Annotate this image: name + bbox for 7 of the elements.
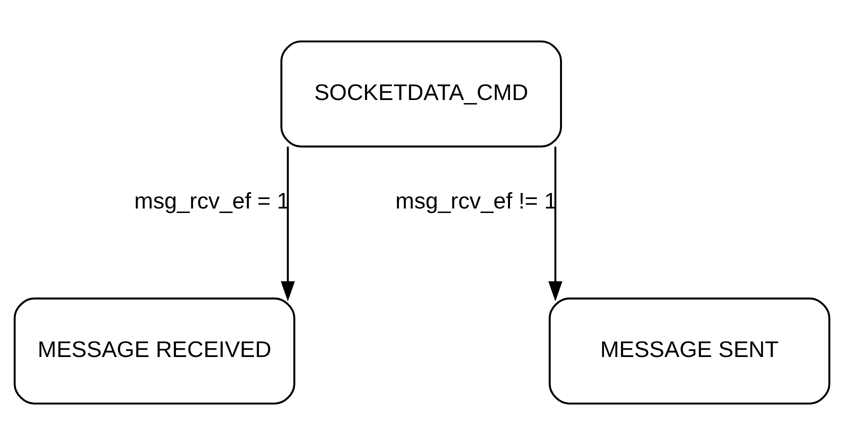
edge-label: msg_rcv_ef = 1: [134, 188, 290, 214]
arrow: [548, 146, 562, 302]
node-box: MESSAGE SENT: [548, 298, 830, 404]
node-box: MESSAGE RECEIVED: [14, 298, 296, 404]
node-box: SOCKETDATA_CMD: [280, 40, 562, 148]
edge-label: msg_rcv_ef != 1: [395, 188, 557, 214]
arrow: [280, 146, 295, 302]
